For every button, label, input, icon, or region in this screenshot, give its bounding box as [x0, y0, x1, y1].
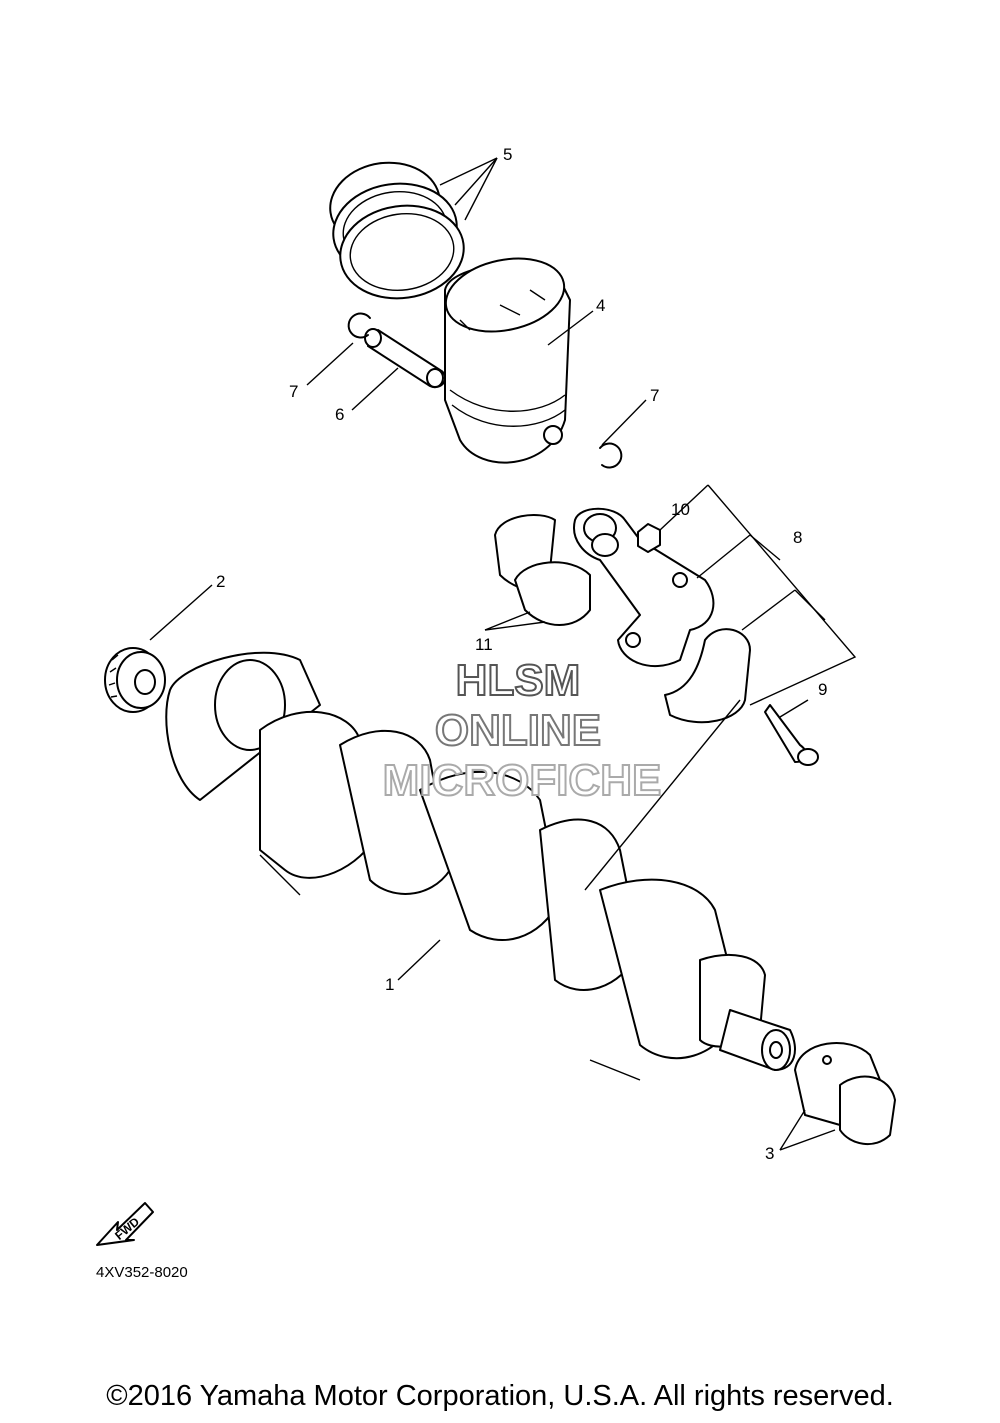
leader-part-7b [601, 399, 647, 446]
leader-part-5 [439, 157, 498, 221]
leader-part-2 [149, 584, 213, 641]
conrod-bolt-part-9 [764, 704, 819, 766]
crankshaft-part-1 [165, 651, 796, 1081]
callout-part-8: 8 [793, 528, 802, 547]
conrod-nut-part-10 [637, 523, 661, 553]
piston-rings-part-5 [329, 161, 465, 300]
watermark: HLSM ONLINE MICROFICHE [382, 655, 663, 806]
piston-pin-part-6 [364, 328, 447, 389]
callout-part-9: 9 [818, 680, 827, 699]
callout-part-5: 5 [503, 145, 512, 164]
conrod-cap-part-8 [664, 628, 751, 724]
circlip-part-7-right [599, 442, 623, 469]
leader-crank-pin [584, 699, 741, 891]
leader-part-7a [306, 342, 354, 386]
bracket-parts-8-9-10 [659, 484, 857, 718]
leader-part-6 [351, 367, 399, 411]
leader-part-1 [397, 939, 441, 981]
copyright-notice: ©2016 Yamaha Motor Corporation, U.S.A. A… [106, 1380, 894, 1412]
diagram-part-code: 4XV352-8020 [96, 1264, 188, 1281]
callout-part-3: 3 [765, 1144, 774, 1163]
watermark-line-2: ONLINE [435, 706, 601, 755]
callout-part-6: 6 [335, 405, 344, 424]
leader-part-11 [484, 611, 546, 631]
callout-part-7-right: 7 [650, 386, 659, 405]
leader-part-4 [547, 310, 594, 346]
callout-part-2: 2 [216, 572, 225, 591]
callout-part-1: 1 [385, 975, 394, 994]
callout-part-11: 11 [475, 635, 493, 654]
callout-part-4: 4 [596, 296, 605, 315]
callout-part-7-left: 7 [289, 382, 298, 401]
piston-part-4 [444, 257, 571, 464]
watermark-line-1: HLSM [456, 656, 581, 705]
watermark-line-3: MICROFICHE [383, 756, 662, 805]
main-bearings-part-3 [794, 1042, 896, 1146]
conrod-bearings-part-11 [494, 514, 591, 626]
leader-part-3 [779, 1109, 836, 1151]
gear-part-2 [104, 647, 166, 713]
circlip-part-7-left [347, 312, 371, 339]
connecting-rod-part-8 [573, 507, 715, 668]
callout-part-10: 10 [671, 500, 690, 519]
fwd-arrow-icon: FWD [96, 1202, 154, 1246]
